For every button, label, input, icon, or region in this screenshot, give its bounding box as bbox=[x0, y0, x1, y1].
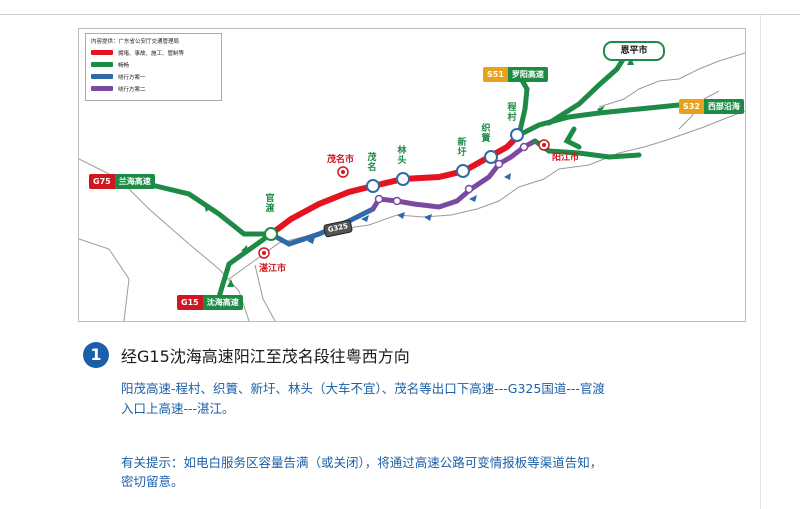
node-chengcun bbox=[510, 128, 524, 142]
tip-line-2: 密切留意。 bbox=[121, 474, 184, 489]
arrow-icon bbox=[307, 237, 315, 244]
arrow-icon bbox=[469, 195, 477, 202]
road-sign-g75: G75 兰海高速 bbox=[89, 174, 155, 189]
route-description-line-1: 阳茂高速-程村、织篢、新圩、林头（大车不宜）、茂名等出口下高速---G325国道… bbox=[121, 381, 605, 396]
city-label-enping: 恩平市 bbox=[603, 41, 665, 61]
node-maoming bbox=[366, 179, 380, 193]
arrow-icon bbox=[424, 214, 432, 221]
city-label-zhanjiang: 湛江市 bbox=[259, 264, 287, 274]
node-label-lintou: 林头 bbox=[397, 146, 407, 166]
legend-label: 畅畅 bbox=[118, 63, 130, 69]
sign-code: S32 bbox=[679, 99, 704, 114]
node-label-xinxu: 新圩 bbox=[457, 138, 467, 158]
road-coastal bbox=[532, 138, 642, 160]
city-label-yangjiang: 阳江市 bbox=[552, 153, 580, 163]
road-sign-s32: S32 西部沿海 bbox=[679, 99, 744, 114]
exit-node bbox=[464, 184, 474, 194]
legend-swatch bbox=[91, 62, 113, 67]
city-label-maoming: 茂名市 bbox=[327, 155, 355, 165]
legend-label: 绕行方案二 bbox=[118, 87, 146, 93]
city-marker-icon bbox=[258, 247, 270, 259]
sign-name: 西部沿海 bbox=[703, 99, 744, 114]
section-number-badge: 1 bbox=[83, 342, 109, 368]
sign-name: 沈海高速 bbox=[202, 295, 243, 310]
arrow-icon bbox=[361, 215, 369, 222]
road-g75 bbox=[136, 179, 274, 237]
sign-name: 罗阳高速 bbox=[507, 67, 548, 82]
exit-node bbox=[374, 194, 384, 204]
exit-node bbox=[392, 196, 402, 206]
sign-code: S51 bbox=[483, 67, 508, 82]
road-sign-g15: G15 沈海高速 bbox=[177, 295, 243, 310]
sign-name: 兰海高速 bbox=[114, 174, 155, 189]
node-lintou bbox=[396, 172, 410, 186]
road-link bbox=[563, 126, 582, 150]
exit-node bbox=[494, 159, 504, 169]
exit-node bbox=[519, 142, 529, 152]
inland-border bbox=[598, 52, 745, 108]
arrow-icon bbox=[627, 57, 634, 65]
arrow-icon bbox=[204, 205, 212, 212]
node-zhidong bbox=[484, 150, 498, 164]
top-divider bbox=[0, 14, 800, 15]
sign-code: G15 bbox=[177, 295, 203, 310]
node-label-guandu: 官渡 bbox=[265, 194, 275, 214]
peninsula-east bbox=[254, 264, 276, 321]
node-label-zhidong: 织篢 bbox=[481, 124, 491, 144]
node-label-maoming: 茂名 bbox=[367, 153, 377, 173]
legend-title: 内容提供：广东省公安厅交通管理局 bbox=[91, 39, 180, 45]
city-marker-icon bbox=[538, 139, 550, 151]
arrow-icon bbox=[241, 245, 248, 253]
node-guandu bbox=[264, 227, 278, 241]
arrow-icon bbox=[397, 212, 405, 219]
legend-swatch bbox=[91, 86, 113, 91]
route-description-line-2: 入口上高速---湛江。 bbox=[121, 401, 235, 416]
peninsula-west bbox=[79, 238, 130, 321]
right-divider bbox=[760, 15, 761, 509]
node-xinxu bbox=[456, 164, 470, 178]
node-label-chengcun: 程村 bbox=[507, 103, 517, 123]
legend-label: 绕行方案一 bbox=[118, 75, 146, 81]
sign-code: G75 bbox=[89, 174, 115, 189]
legend-label: 拥堵、事故、施工、管制等 bbox=[118, 51, 185, 57]
arrow-icon bbox=[227, 279, 234, 287]
legend-swatch bbox=[91, 50, 113, 55]
legend-swatch bbox=[91, 74, 113, 79]
tip-line-1: 有关提示：如电白服务区容量告满（或关闭），将通过高速公路可变情报板等渠道告知， bbox=[121, 455, 603, 470]
arrow-icon bbox=[504, 173, 511, 180]
road-to-enping bbox=[546, 50, 630, 126]
detour-option-1 bbox=[268, 206, 376, 247]
road-sign-s51: S51 罗阳高速 bbox=[483, 67, 548, 82]
city-marker-icon bbox=[337, 166, 349, 178]
arrow-icon bbox=[597, 106, 605, 113]
section-title: 经G15沈海高速阳江至茂名段往粤西方向 bbox=[121, 347, 410, 366]
map-legend: 内容提供：广东省公安厅交通管理局 拥堵、事故、施工、管制等 畅畅 绕行方案一 绕… bbox=[85, 33, 222, 101]
route-map: 内容提供：广东省公安厅交通管理局 拥堵、事故、施工、管制等 畅畅 绕行方案一 绕… bbox=[78, 28, 746, 322]
